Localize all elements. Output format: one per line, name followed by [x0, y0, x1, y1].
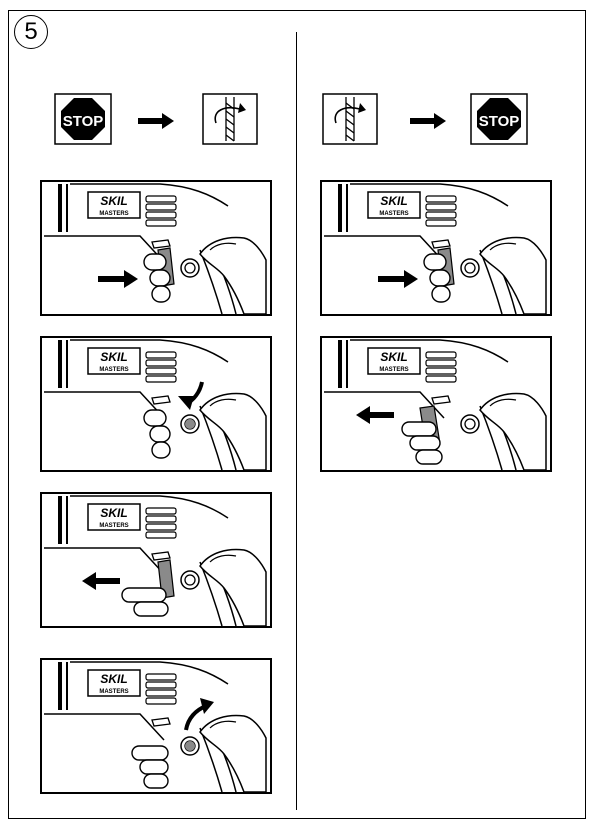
stop-sign-icon: STOP [470, 93, 528, 150]
column-divider [296, 32, 297, 810]
step-number-badge: 5 [14, 15, 48, 49]
brand-name: SKIL [380, 194, 407, 208]
brand-line: MASTERS [99, 367, 128, 373]
press-trigger-panel: SKIL MASTERS [40, 180, 272, 316]
release-trigger-panel: SKIL MASTERS [40, 492, 272, 628]
stop-sign-icon: STOP [54, 93, 112, 150]
brand-name: SKIL [380, 350, 407, 364]
skil-logo: SKIL MASTERS [88, 192, 140, 218]
continuous-run-panel: SKIL MASTERS [40, 658, 272, 794]
stop-label: STOP [479, 113, 520, 130]
press-trigger-again-panel: SKIL MASTERS [320, 180, 552, 316]
skil-logo: SKIL MASTERS [368, 192, 420, 218]
brand-name: SKIL [100, 672, 127, 686]
rotating-drill-bit-icon [322, 93, 378, 150]
skil-logo: SKIL MASTERS [88, 348, 140, 374]
skil-logo: SKIL MASTERS [88, 504, 140, 530]
skil-logo: SKIL MASTERS [368, 348, 420, 374]
release-trigger-stop-panel: SKIL MASTERS [320, 336, 552, 472]
arrow-right-icon [410, 113, 446, 134]
brand-line: MASTERS [99, 689, 128, 695]
rotating-drill-bit-icon [202, 93, 258, 150]
engage-lock-button-panel: SKIL MASTERS [40, 336, 272, 472]
brand-line: MASTERS [99, 523, 128, 529]
arrow-right-icon [138, 113, 174, 134]
brand-line: MASTERS [379, 211, 408, 217]
brand-name: SKIL [100, 194, 127, 208]
skil-logo: SKIL MASTERS [88, 670, 140, 696]
brand-line: MASTERS [379, 367, 408, 373]
brand-name: SKIL [100, 350, 127, 364]
stop-label: STOP [63, 113, 104, 130]
brand-line: MASTERS [99, 211, 128, 217]
brand-name: SKIL [100, 506, 127, 520]
step-number: 5 [24, 18, 37, 46]
